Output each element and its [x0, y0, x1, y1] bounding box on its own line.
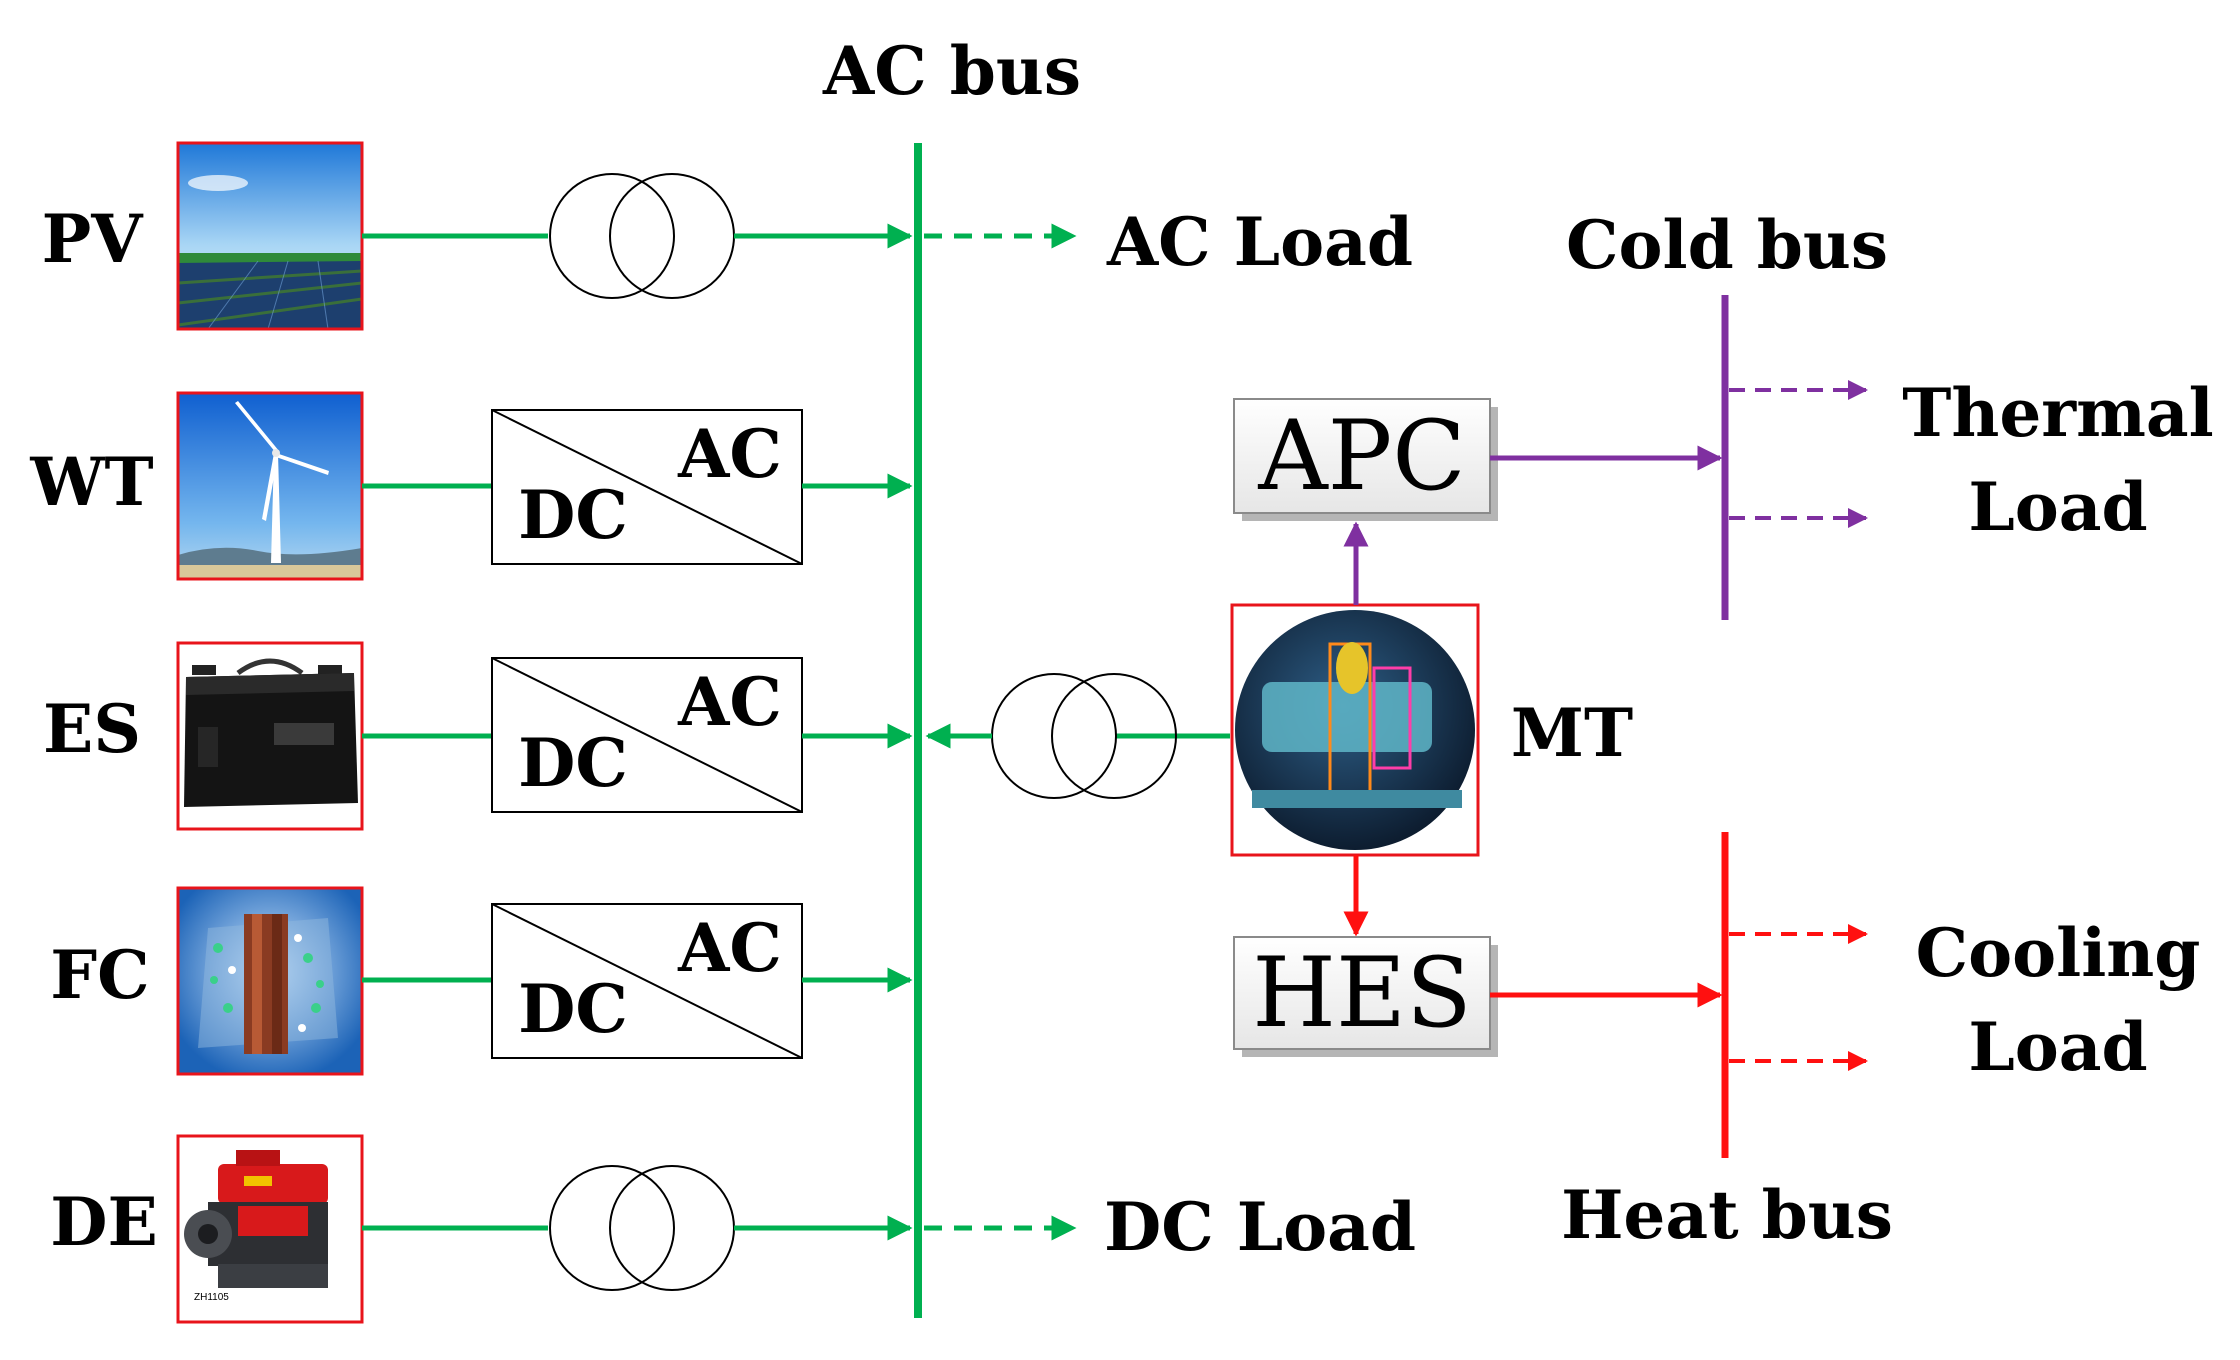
source-label-wt: WT — [29, 443, 153, 521]
es-converter-dc: DC — [518, 724, 628, 802]
pv-picture — [176, 141, 364, 331]
es-converter: AC DC — [491, 657, 803, 813]
source-label-es: ES — [43, 690, 141, 768]
de-transformer-icon — [549, 1165, 735, 1291]
fc-converter-ac: AC — [677, 909, 782, 987]
de-picture: ZH1105 — [176, 1134, 364, 1324]
ac-load-label: AC Load — [1106, 203, 1413, 281]
ac-bus-label: AC bus — [822, 32, 1081, 110]
thermal-load-label-line1: Thermal — [1902, 374, 2214, 452]
wt-picture — [176, 391, 364, 581]
cold-bus-label: Cold bus — [1566, 206, 1888, 284]
thermal-load-label-line2: Load — [1968, 468, 2147, 546]
wt-converter-dc: DC — [518, 476, 628, 554]
pv-transformer-icon — [549, 173, 735, 299]
wt-converter-ac: AC — [677, 415, 782, 493]
wt-converter: AC DC — [491, 409, 803, 565]
fc-picture — [176, 886, 364, 1076]
hes-box: HES — [1233, 936, 1498, 1057]
dc-load-label: DC Load — [1104, 1188, 1416, 1266]
de-picture-caption: ZH1105 — [194, 1292, 229, 1303]
apc-label: APC — [1257, 400, 1465, 512]
source-label-pv: PV — [42, 200, 145, 278]
source-label-fc: FC — [50, 936, 149, 1014]
cooling-load-label-line2: Load — [1968, 1008, 2147, 1086]
mt-label: MT — [1511, 694, 1633, 772]
apc-box: APC — [1233, 398, 1498, 521]
es-picture — [176, 641, 364, 831]
source-label-de: DE — [50, 1183, 158, 1261]
hes-label: HES — [1252, 937, 1472, 1049]
mt-picture — [1230, 603, 1480, 857]
es-converter-ac: AC — [677, 663, 782, 741]
cooling-load-label-line1: Cooling — [1916, 914, 2201, 992]
heat-bus-label: Heat bus — [1561, 1176, 1893, 1254]
fc-converter: AC DC — [491, 903, 803, 1059]
fc-converter-dc: DC — [518, 970, 628, 1048]
